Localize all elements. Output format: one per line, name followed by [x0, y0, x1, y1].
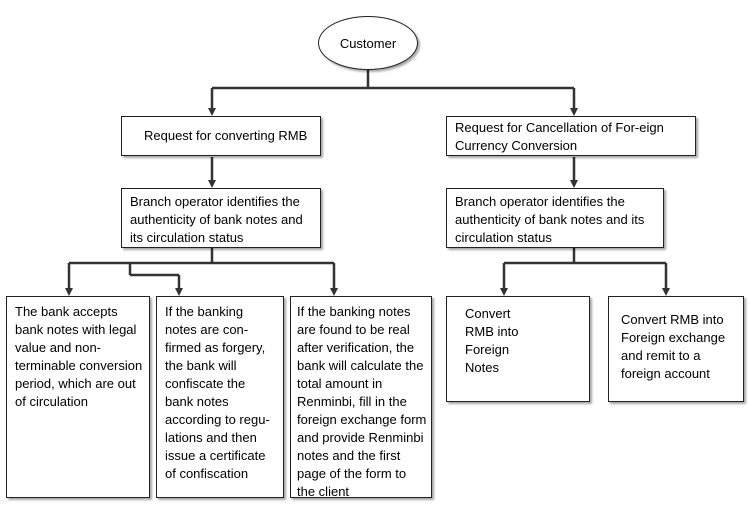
customer-node: Customer [318, 16, 418, 70]
customer-label: Customer [339, 35, 397, 51]
request-cancellation-label: Request for Cancellation of For-eign Cur… [455, 120, 664, 153]
branch-operator-right-label: Branch operator identifies the authentic… [455, 194, 645, 245]
request-converting-rmb-label: Request for converting RMB [144, 128, 308, 143]
branch-operator-right-node: Branch operator identifies the authentic… [446, 188, 664, 248]
convert-foreign-notes-node: Convert RMB into Foreign Notes [446, 296, 590, 402]
convert-remit-node: Convert RMB into Foreign exchange and re… [608, 296, 744, 402]
forgery-node: If the banking notes are con-firmed as f… [156, 296, 284, 498]
convert-remit-label: Convert RMB into Foreign exchange and re… [621, 312, 726, 381]
accept-notes-label: The bank accepts bank notes with legal v… [15, 304, 143, 409]
branch-operator-left-label: Branch operator identifies the authentic… [130, 194, 303, 245]
notes-real-label: If the banking notes are found to be rea… [297, 304, 427, 499]
request-cancellation-node: Request for Cancellation of For-eign Cur… [446, 116, 696, 156]
accept-notes-node: The bank accepts bank notes with legal v… [6, 296, 150, 498]
request-converting-rmb-node: Request for converting RMB [121, 116, 321, 156]
convert-foreign-notes-label: Convert RMB into Foreign Notes [465, 306, 519, 375]
notes-real-node: If the banking notes are found to be rea… [290, 296, 432, 499]
forgery-label: If the banking notes are con-firmed as f… [165, 304, 270, 481]
branch-operator-left-node: Branch operator identifies the authentic… [121, 188, 321, 248]
